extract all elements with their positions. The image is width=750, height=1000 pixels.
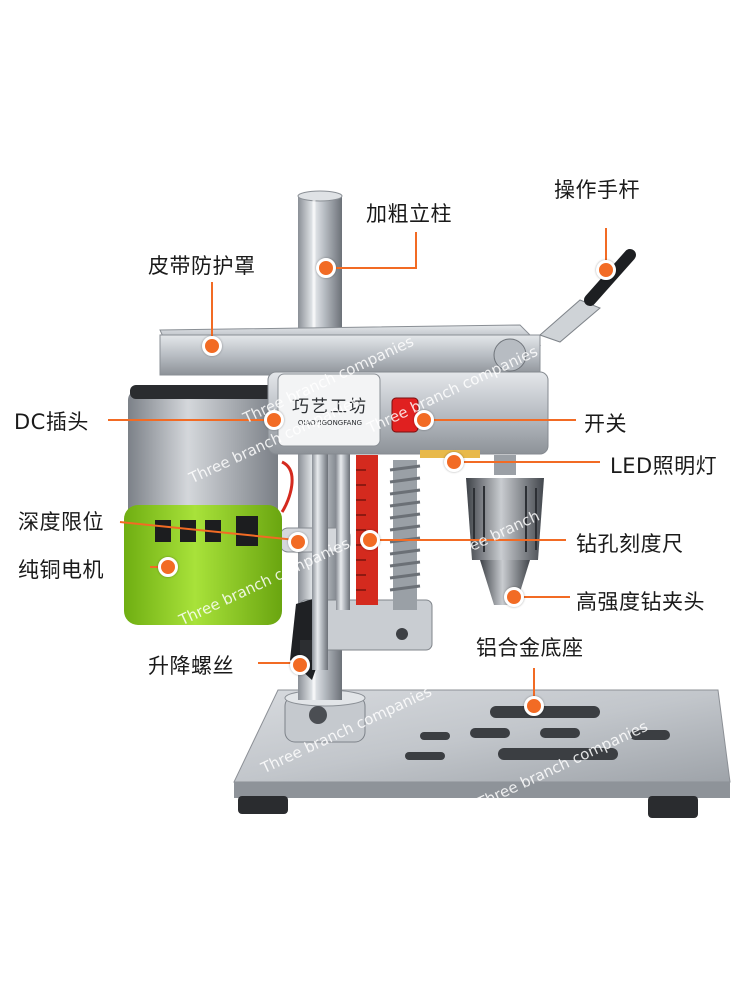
marker-base: [524, 696, 544, 716]
marker-belt-guard: [202, 336, 222, 356]
belt-guard: [159, 324, 542, 376]
brand-logo: 巧艺工坊 QIAOYIGONGFANG: [280, 392, 380, 427]
label-column: 加粗立柱: [366, 202, 452, 226]
guide-rods: [312, 440, 350, 670]
marker-led: [444, 452, 464, 472]
label-handle: 操作手杆: [554, 178, 640, 202]
marker-dc-plug: [264, 410, 284, 430]
marker-depth-limit: [288, 532, 308, 552]
lead-screw: [389, 460, 421, 610]
brand-logo-pinyin: QIAOYIGONGFANG: [297, 419, 363, 427]
marker-motor: [158, 557, 178, 577]
brand-logo-chinese: 巧艺工坊: [292, 397, 368, 417]
label-belt-guard: 皮带防护罩: [148, 254, 256, 278]
label-copper-motor: 纯铜电机: [18, 558, 104, 582]
label-led-light: LED照明灯: [610, 454, 718, 478]
label-base: 铝合金底座: [476, 636, 584, 660]
marker-column: [316, 258, 336, 278]
label-depth-limit: 深度限位: [18, 510, 104, 534]
marker-scale: [360, 530, 380, 550]
marker-switch: [414, 410, 434, 430]
label-drill-scale: 钻孔刻度尺: [576, 532, 684, 556]
drill-head: [267, 338, 549, 455]
label-dc-plug: DC插头: [14, 410, 89, 434]
label-lift-screw: 升降螺丝: [148, 654, 234, 678]
marker-chuck: [504, 587, 524, 607]
label-chuck: 高强度钻夹头: [576, 590, 705, 614]
operating-handle: [539, 249, 636, 343]
marker-handle: [596, 260, 616, 280]
label-switch: 开关: [584, 412, 627, 436]
marker-lift-screw: [290, 655, 310, 675]
